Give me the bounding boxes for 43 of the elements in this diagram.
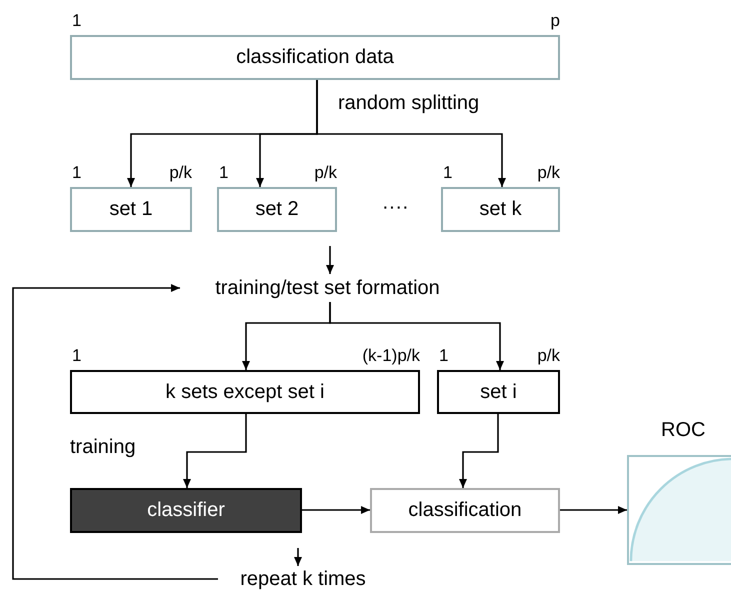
process-box (370, 488, 560, 533)
index-label: 1 (219, 163, 228, 183)
box-label: set 2 (255, 198, 299, 221)
process-box (70, 488, 302, 533)
process-box (70, 35, 560, 80)
index-label: p/k (537, 163, 560, 183)
process-box (441, 187, 560, 232)
index-label: p/k (537, 346, 560, 366)
index-label: 1 (443, 163, 452, 183)
annotation-text: training (70, 436, 136, 459)
annotation-text: ···· (382, 196, 409, 219)
box-label: training/test set formation (215, 276, 440, 300)
arrow (12, 284, 218, 580)
process-box (70, 187, 192, 232)
annotation-text: random splitting (338, 92, 480, 115)
index-label: p/k (169, 163, 192, 183)
box-label: set i (480, 380, 517, 404)
box-label: set k (479, 198, 522, 221)
index-label: 1 (439, 346, 448, 366)
box-label: classification (408, 499, 522, 522)
index-label: 1 (72, 163, 82, 183)
arrow (316, 80, 506, 187)
arrow (329, 302, 504, 370)
index-label: (k-1)p/k (362, 346, 420, 366)
arrow (183, 414, 247, 488)
box-label: set 1 (109, 198, 153, 221)
process-box (217, 187, 337, 232)
box-label: classifier (147, 499, 225, 522)
index-label: 1 (72, 346, 82, 366)
box-label: k sets except set i (166, 380, 324, 404)
box-label: repeat k times (240, 568, 366, 590)
arrow (326, 246, 334, 274)
index-label: p/k (314, 163, 337, 183)
arrow (560, 506, 627, 514)
chart-title: ROC (661, 419, 706, 442)
arrow (294, 548, 302, 566)
box-label: classification data (236, 46, 394, 69)
arrow (459, 414, 499, 488)
process-box (70, 370, 420, 414)
index-label: 1 (72, 11, 82, 31)
index-label: p (550, 11, 560, 31)
arrow (302, 506, 370, 514)
process-box (437, 370, 560, 414)
